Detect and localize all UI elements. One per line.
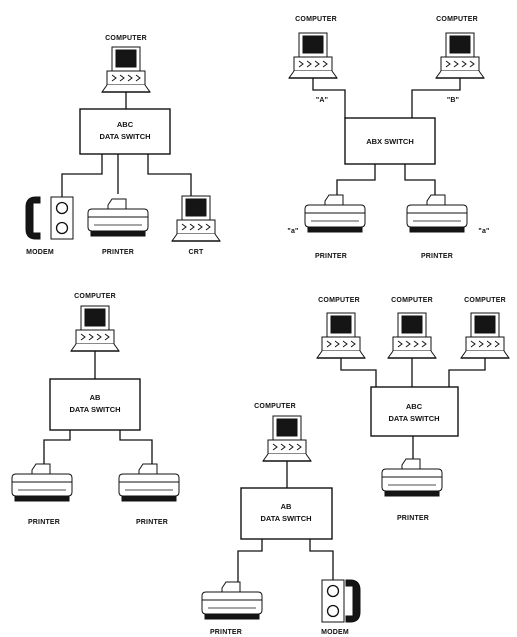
computer-label: COMPUTER: [464, 297, 506, 304]
crt-terminal-icon: [172, 196, 220, 241]
modem-label: MODEM: [321, 629, 349, 636]
port-b-label: "B": [447, 97, 459, 104]
output-a-label: "a": [287, 228, 298, 235]
switch-label-line2: DATA SWITCH: [69, 405, 120, 414]
computer-icon: [102, 47, 150, 92]
diagram-abc-computer-modem-printer-crt: COMPUTER ABC DATA SWITCH MODEM PRINTER C…: [26, 35, 220, 256]
switch-label-line2: DATA SWITCH: [99, 132, 150, 141]
telephone-handset-icon: [346, 580, 360, 622]
printer-label: PRINTER: [102, 249, 134, 256]
diagram-abx-two-computers-two-printers: COMPUTER COMPUTER "A" "B" ABX SWITCH "a"…: [287, 16, 489, 260]
computer-label: COMPUTER: [295, 16, 337, 23]
abc-data-switch-box: [371, 387, 458, 436]
printer-label: PRINTER: [210, 629, 242, 636]
modem-icon: [322, 580, 344, 622]
telephone-handset-icon: [26, 197, 40, 239]
modem-label: MODEM: [26, 249, 54, 256]
switch-label-line2: DATA SWITCH: [388, 414, 439, 423]
switch-label-line1: AB: [281, 502, 292, 511]
port-a-label: "A": [316, 97, 328, 104]
diagram-ab-computer-two-printers: COMPUTER AB DATA SWITCH PRINTER PRINTER: [12, 293, 179, 526]
computer-icon: [71, 306, 119, 351]
switch-label-line1: ABX SWITCH: [366, 137, 414, 146]
crt-label: CRT: [189, 249, 205, 256]
switch-label-line1: AB: [90, 393, 101, 402]
diagram-abc-three-computers-one-printer: COMPUTER COMPUTER COMPUTER ABC DATA SWIT…: [317, 297, 509, 522]
printer-icon: [88, 199, 148, 236]
computer-icon: [388, 313, 436, 358]
printer-label: PRINTER: [421, 253, 453, 260]
computer-label: COMPUTER: [318, 297, 360, 304]
printer-icon: [407, 195, 467, 232]
computer-label: COMPUTER: [74, 293, 116, 300]
computer-icon: [436, 33, 484, 78]
printer-icon: [12, 464, 72, 501]
printer-icon: [119, 464, 179, 501]
printer-label: PRINTER: [136, 519, 168, 526]
computer-label: COMPUTER: [254, 403, 296, 410]
printer-label: PRINTER: [397, 515, 429, 522]
output-a-label: "a": [478, 228, 489, 235]
switch-label-line2: DATA SWITCH: [260, 514, 311, 523]
computer-label: COMPUTER: [105, 35, 147, 42]
computer-icon: [317, 313, 365, 358]
switch-label-line1: ABC: [406, 402, 423, 411]
printer-icon: [202, 582, 262, 619]
computer-icon: [289, 33, 337, 78]
computer-label: COMPUTER: [391, 297, 433, 304]
computer-icon: [263, 416, 311, 461]
printer-icon: [305, 195, 365, 232]
computer-label: COMPUTER: [436, 16, 478, 23]
printer-icon: [382, 459, 442, 496]
diagram-ab-computer-printer-modem: COMPUTER AB DATA SWITCH PRINTER MODEM: [202, 403, 360, 636]
printer-label: PRINTER: [28, 519, 60, 526]
switch-label-line1: ABC: [117, 120, 134, 129]
printer-label: PRINTER: [315, 253, 347, 260]
modem-icon: [51, 197, 73, 239]
computer-icon: [461, 313, 509, 358]
